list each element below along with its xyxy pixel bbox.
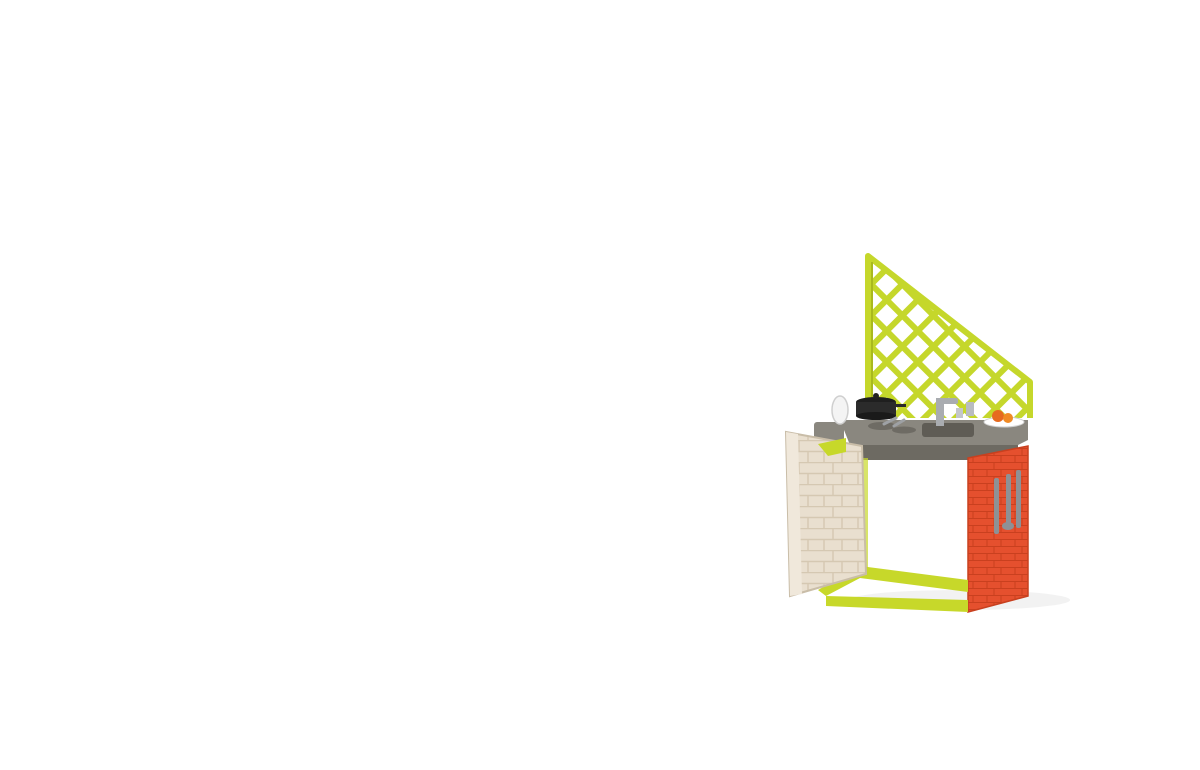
kitchen-accessories: [831, 393, 1025, 428]
cabinet-door: [784, 430, 868, 598]
trellis-panel: [865, 253, 1033, 418]
brick-cabinet: [967, 445, 1029, 613]
countertop: [814, 420, 1028, 460]
